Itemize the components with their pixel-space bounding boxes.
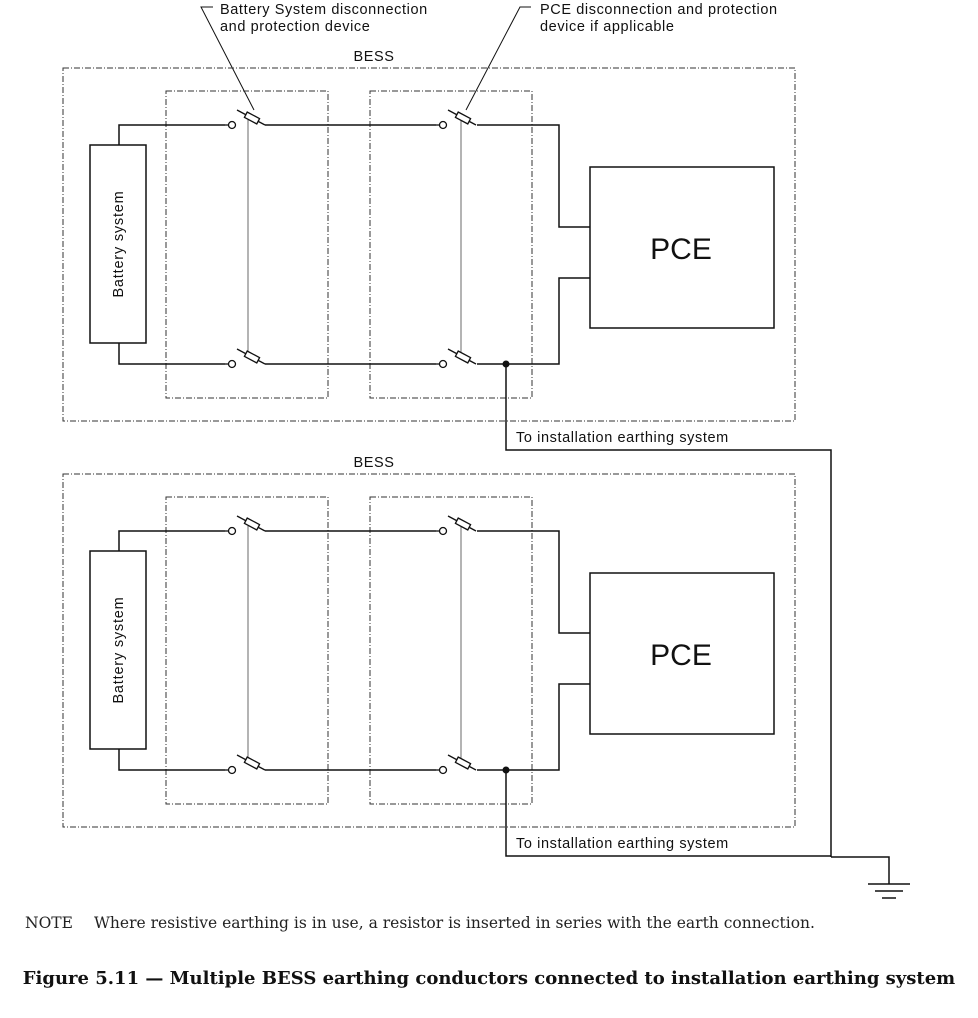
earthing-conductor <box>505 770 831 857</box>
battery-system-box <box>89 550 147 750</box>
earth-label: To installation earthing system <box>516 836 729 852</box>
positive-conductor-battery <box>118 124 225 145</box>
earth-junction-dot <box>502 360 510 368</box>
negative-conductor-pce <box>477 277 590 365</box>
pce-box <box>589 166 775 329</box>
figure-caption: Figure 5.11 — Multiple BESS earthing con… <box>22 968 956 989</box>
note-tag: NOTE <box>25 914 73 932</box>
bess-label: BESS <box>353 455 394 471</box>
earth-junction-dot <box>502 766 510 774</box>
earth-label: To installation earthing system <box>516 430 729 446</box>
disconnect-devices <box>225 109 477 369</box>
pce-device-callout-line1: PCE disconnection and protection <box>540 2 778 18</box>
battery-device-callout-line1: Battery System disconnection <box>220 2 428 18</box>
positive-conductor-pce <box>477 530 590 634</box>
bess-label: BESS <box>353 49 394 65</box>
fuse-switch-icon <box>436 515 477 536</box>
pce-box <box>589 572 775 735</box>
fuse-switch-icon <box>436 754 477 775</box>
pce-label: PCE <box>650 639 712 672</box>
fuse-switch-icon <box>225 109 266 130</box>
battery-system-label: Battery system <box>111 190 127 297</box>
conductors <box>118 530 831 857</box>
earth-ground-icon <box>831 856 910 899</box>
fuse-switch-icon <box>225 515 266 536</box>
positive-conductor-battery <box>118 530 225 551</box>
disconnect-devices <box>225 515 477 775</box>
pce-disconnect-enclosure <box>369 90 533 399</box>
pce-label: PCE <box>650 233 712 266</box>
bess-unit-2: BESS Battery system PCE To installation … <box>62 455 831 857</box>
negative-conductor-pce <box>477 683 590 771</box>
conductors <box>118 124 832 857</box>
fuse-switch-icon <box>436 109 477 130</box>
positive-conductor-pce <box>477 124 590 228</box>
battery-disconnect-enclosure <box>165 90 329 399</box>
pce-disconnect-enclosure <box>369 496 533 805</box>
note: NOTE Where resistive earthing is in use, … <box>25 914 815 932</box>
bess-enclosure <box>62 473 796 828</box>
pce-device-leader <box>465 6 531 111</box>
negative-conductor-battery <box>118 749 225 771</box>
callout-leaders <box>200 6 531 111</box>
bess-enclosure <box>62 67 796 422</box>
battery-disconnect-enclosure <box>165 496 329 805</box>
switch-links <box>247 120 462 358</box>
battery-device-callout-line2: and protection device <box>220 19 370 35</box>
bess-unit-1: BESS Battery system PCE To installation … <box>62 49 832 857</box>
negative-conductor-battery <box>118 343 225 365</box>
switch-links <box>247 526 462 764</box>
fuse-switch-icon <box>225 348 266 369</box>
earthing-diagram: Battery System disconnection and protect… <box>62 2 910 899</box>
fuse-switch-icon <box>436 348 477 369</box>
pce-device-callout-line2: device if applicable <box>540 19 675 35</box>
fuse-switch-icon <box>225 754 266 775</box>
battery-system-box <box>89 144 147 344</box>
battery-device-leader <box>200 6 255 111</box>
note-text: Where resistive earthing is in use, a re… <box>94 914 815 932</box>
battery-system-label: Battery system <box>111 596 127 703</box>
earthing-conductor <box>505 364 832 857</box>
